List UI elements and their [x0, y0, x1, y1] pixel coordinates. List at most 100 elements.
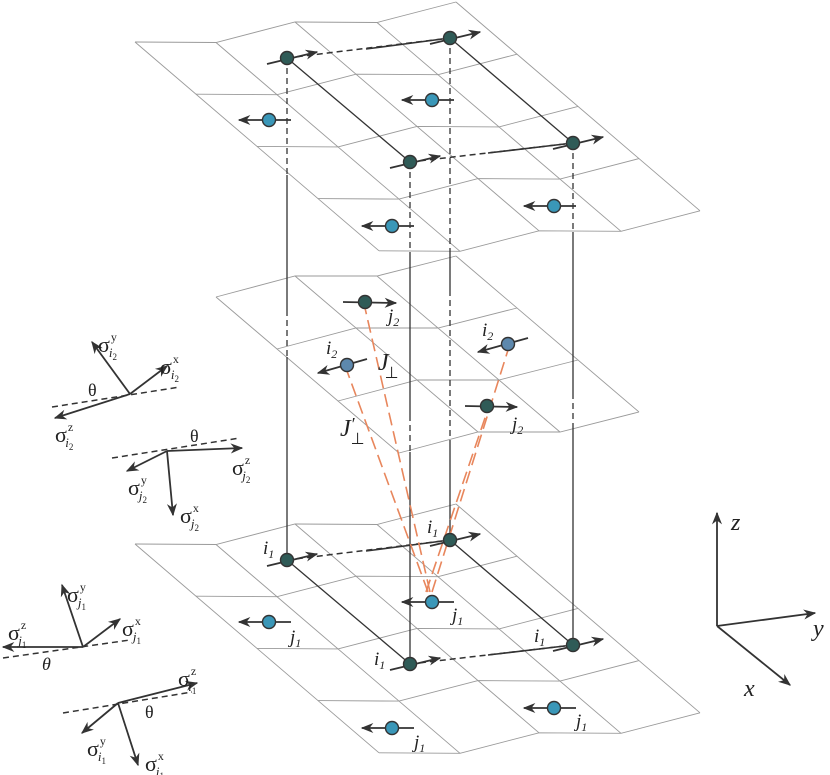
spin-site-j	[522, 198, 576, 214]
spin-site-i	[266, 551, 319, 568]
axis-x-arrow	[716, 625, 791, 686]
spin-site-i2	[316, 357, 368, 375]
grid-line	[215, 296, 400, 454]
sigma-symbol: σ	[160, 354, 172, 379]
grid-line	[376, 524, 622, 734]
site-index: 1	[419, 741, 425, 755]
site-dot	[565, 637, 581, 653]
site-dot	[546, 198, 562, 214]
site-letter: i	[427, 517, 432, 538]
sigma-label: σxi1	[145, 749, 164, 775]
spin-site-j	[360, 720, 414, 736]
site-label-j1: j1	[411, 732, 425, 755]
site-letter: i	[263, 538, 268, 559]
site-label-i2: i2	[326, 338, 337, 361]
grid-line	[337, 359, 579, 402]
grid-line	[398, 411, 640, 454]
sigma-site: i	[156, 764, 160, 775]
site-dot	[339, 357, 355, 373]
sigma-site: i	[171, 367, 175, 382]
coupling-label: J⊥	[378, 350, 399, 382]
site-letter: i	[482, 320, 487, 341]
spin-site-j2	[464, 398, 519, 414]
site-letter: i	[534, 626, 539, 647]
grid-line	[376, 275, 561, 433]
frame-axis-arrow	[125, 450, 168, 472]
site-dot	[479, 398, 495, 414]
grid-line	[294, 21, 540, 232]
spin-site-j	[237, 614, 291, 630]
sigma-component: y	[80, 580, 86, 594]
grid-line	[294, 275, 479, 433]
site-dot	[442, 30, 458, 46]
site-dot	[442, 532, 458, 548]
sigma-symbol: σ	[55, 422, 67, 447]
sigma-component: y	[141, 473, 147, 487]
sigma-symbol: σ	[98, 332, 110, 357]
coupling-prime: ′	[351, 414, 356, 434]
sigma-component: x	[193, 501, 199, 515]
site-index: 2	[517, 423, 523, 437]
coupling-line	[431, 349, 509, 593]
spin-site-j	[400, 594, 454, 610]
grid-line	[215, 544, 461, 754]
sigma-component: x	[135, 614, 141, 628]
bond	[286, 559, 411, 665]
site-letter: j	[449, 605, 457, 626]
site-label-j2: j2	[509, 414, 523, 437]
bond	[449, 37, 574, 144]
middle-plane	[215, 255, 640, 454]
coupling-mark: ⊥	[385, 365, 399, 382]
spin-site-i	[552, 134, 605, 151]
coupling-label: J′⊥	[340, 414, 365, 448]
reference-dashed-line	[111, 437, 241, 459]
sigma-site: i	[65, 435, 69, 450]
spin-site-j	[360, 218, 414, 234]
site-label-j1: j1	[449, 605, 463, 628]
sigma-site-index: 1	[22, 640, 27, 650]
coupling-line	[425, 411, 488, 593]
sigma-site-index: 1	[101, 756, 106, 766]
axis-x-label: x	[743, 676, 755, 702]
sigma-site-index: 2	[174, 374, 179, 384]
grid-line	[134, 543, 380, 754]
site-index: 2	[393, 315, 399, 329]
reference-dashed-line	[51, 386, 181, 408]
spin-site-i	[429, 531, 482, 548]
sigma-symbol: σ	[87, 736, 99, 761]
site-dot	[384, 720, 400, 736]
spin-site-j2	[342, 294, 398, 310]
coupling-line	[346, 370, 429, 593]
interlayer-lines	[286, 38, 574, 664]
site-letter: i	[374, 649, 379, 670]
site-label-j1: j1	[573, 711, 587, 734]
site-label-i1: i1	[263, 538, 274, 561]
site-index: 1	[539, 635, 545, 649]
sigma-symbol: σ	[128, 475, 140, 500]
grid-line	[215, 255, 457, 298]
site-dot	[384, 218, 400, 234]
frame-axis-arrow	[82, 618, 122, 648]
spin-site-i	[389, 655, 442, 672]
site-index: 1	[268, 547, 274, 561]
grid-line	[378, 210, 701, 252]
axis-y-arrow	[716, 609, 817, 627]
sigma-site-index: 1	[136, 636, 141, 646]
spins	[237, 29, 605, 736]
grid-line	[455, 503, 701, 714]
sigma-site: i	[188, 679, 192, 694]
sigma-component: y	[100, 734, 106, 748]
sigma-site-index: 1	[159, 771, 164, 775]
lattice-planes	[134, 1, 701, 754]
bond	[365, 539, 451, 552]
site-index: 2	[487, 329, 493, 343]
sigma-site: j	[131, 629, 137, 644]
sigma-site: j	[76, 595, 82, 610]
sigma-symbol: σ	[67, 582, 79, 607]
